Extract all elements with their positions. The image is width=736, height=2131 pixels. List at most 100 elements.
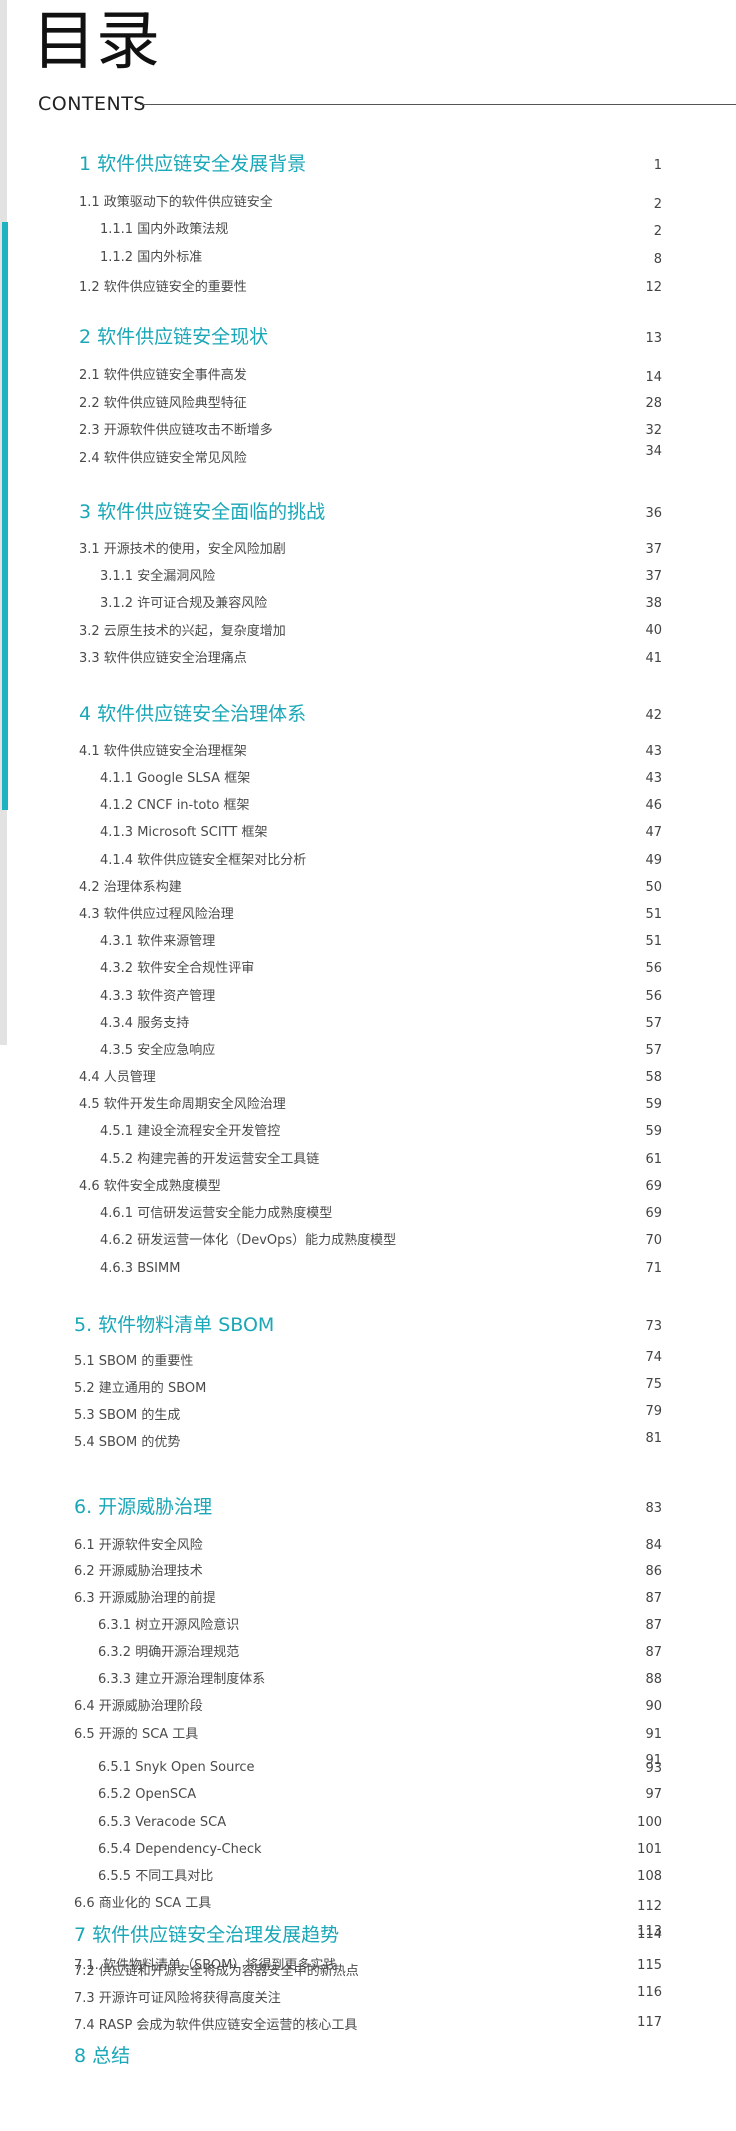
toc-entry-title: 4.4 人员管理 — [79, 1070, 156, 1085]
toc-entry-title: 2 软件供应链安全现状 — [79, 326, 269, 348]
toc-entry-page-number: 49 — [645, 853, 662, 868]
toc-entry-title: 4.3.3 软件资产管理 — [100, 989, 216, 1004]
toc-entry-page-number: 8 — [653, 252, 662, 267]
toc-entry-title: 5.1 SBOM 的重要性 — [74, 1354, 194, 1369]
toc-entry-title: 4.6.2 研发运营一体化（DevOps）能力成熟度模型 — [100, 1233, 397, 1248]
toc-entry-page-number: 108 — [637, 1869, 662, 1884]
toc-entry-page-number: 2 — [653, 224, 662, 239]
toc-entry-page-number: 43 — [645, 744, 662, 759]
toc-entry-title: 2.2 软件供应链风险典型特征 — [79, 396, 247, 411]
toc-entry-page-number: 117 — [637, 2015, 662, 2030]
toc-entry-page-number: 47 — [645, 825, 662, 840]
toc-entry-title: 7.4 RASP 会成为软件供应链安全运营的核心工具 — [74, 2018, 358, 2033]
contents-label: CONTENTS — [38, 93, 146, 115]
toc-entry-title: 4.1.2 CNCF in-toto 框架 — [100, 798, 250, 813]
toc-entry-title: 6.1 开源软件安全风险 — [74, 1538, 203, 1553]
toc-entry-title: 4 软件供应链安全治理体系 — [79, 703, 307, 725]
toc-entry-page-number: 56 — [645, 989, 662, 1004]
toc-entry-title: 6.4 开源威胁治理阶段 — [74, 1699, 203, 1714]
toc-entry-title: 4.5.2 构建完善的开发运营安全工具链 — [100, 1152, 320, 1167]
toc-entry-page-number: 73 — [645, 1319, 662, 1334]
toc-entry-title: 6.3.3 建立开源治理制度体系 — [98, 1672, 266, 1687]
toc-entry-title: 1.1.1 国内外政策法规 — [100, 222, 229, 237]
toc-entry-page-number: 61 — [645, 1152, 662, 1167]
toc-entry-page-number: 87 — [645, 1591, 662, 1606]
toc-entry-title: 6.2 开源威胁治理技术 — [74, 1564, 203, 1579]
toc-entry-page-number: 84 — [645, 1538, 662, 1553]
toc-entry-title: 4.3.1 软件来源管理 — [100, 934, 216, 949]
toc-entry-title: 3.2 云原生技术的兴起，复杂度增加 — [79, 624, 286, 639]
toc-entry-title: 3.1.2 许可证合规及兼容风险 — [100, 596, 268, 611]
toc-entry-page-number: 42 — [645, 708, 662, 723]
toc-entry-page-number: 70 — [645, 1233, 662, 1248]
toc-entry-page-number: 37 — [645, 569, 662, 584]
toc-entry-title: 6.3.1 树立开源风险意识 — [98, 1618, 240, 1633]
toc-entry-page-number: 57 — [645, 1016, 662, 1031]
toc-entry-title: 6.5.4 Dependency-Check — [98, 1842, 262, 1857]
contents-divider — [140, 104, 736, 105]
toc-entry-page-number: 74 — [645, 1350, 662, 1365]
toc-entry-title: 4.3 软件供应过程风险治理 — [79, 907, 234, 922]
toc-entry-title: 7.3 开源许可证风险将获得高度关注 — [74, 1991, 281, 2006]
toc-entry-title: 3.1 开源技术的使用，安全风险加剧 — [79, 542, 286, 557]
toc-entry-page-number: 56 — [645, 961, 662, 976]
toc-entry-page-number: 100 — [637, 1815, 662, 1830]
toc-entry-title: 2.4 软件供应链安全常见风险 — [79, 451, 247, 466]
toc-entry-title: 6.5.3 Veracode SCA — [98, 1815, 227, 1830]
toc-entry-title: 5.4 SBOM 的优势 — [74, 1435, 181, 1450]
toc-entry-title: 3.3 软件供应链安全治理痛点 — [79, 651, 247, 666]
toc-entry-page-number: 88 — [645, 1672, 662, 1687]
toc-entry-title: 4.1.1 Google SLSA 框架 — [100, 771, 251, 786]
toc-entry-page-number: 32 — [645, 423, 662, 438]
toc-entry-page-number: 97 — [645, 1787, 662, 1802]
toc-entry-page-number: 36 — [645, 506, 662, 521]
toc-entry-page-number: 87 — [645, 1618, 662, 1633]
toc-entry-page-number: 59 — [645, 1124, 662, 1139]
toc-entry-page-number: 81 — [645, 1431, 662, 1446]
toc-entry-title: 7 软件供应链安全治理发展趋势 — [74, 1924, 340, 1946]
toc-entry-page-number: 114 — [637, 1927, 662, 1942]
toc-entry-title: 6.5.2 OpenSCA — [98, 1787, 197, 1802]
toc-entry-title: 1.1.2 国内外标准 — [100, 250, 203, 265]
toc-entry-page-number: 71 — [645, 1261, 662, 1276]
toc-entry-page-number: 43 — [645, 771, 662, 786]
toc-entry-title: 5. 软件物料清单 SBOM — [74, 1314, 275, 1336]
toc-entry-title: 6.6 商业化的 SCA 工具 — [74, 1896, 212, 1911]
toc-entry-title: 4.6.3 BSIMM — [100, 1261, 181, 1276]
toc-entry-title: 2.3 开源软件供应链攻击不断增多 — [79, 423, 273, 438]
toc-entry-page-number: 86 — [645, 1564, 662, 1579]
toc-entry-title: 3.1.1 安全漏洞风险 — [100, 569, 216, 584]
toc-entry-title: 6. 开源威胁治理 — [74, 1496, 213, 1518]
toc-entry-title: 6.5.1 Snyk Open Source — [98, 1760, 255, 1775]
toc-entry-title: 4.1 软件供应链安全治理框架 — [79, 744, 247, 759]
toc-entry-title: 8 总结 — [74, 2045, 131, 2067]
toc-entry-page-number: 51 — [645, 934, 662, 949]
toc-entry-title: 2.1 软件供应链安全事件高发 — [79, 368, 247, 383]
toc-entry-page-number: 51 — [645, 907, 662, 922]
toc-entry-page-number: 59 — [645, 1097, 662, 1112]
toc-entry-page-number: 83 — [645, 1501, 662, 1516]
toc-entry-title: 4.3.2 软件安全合规性评审 — [100, 961, 255, 976]
toc-entry-title: 4.1.3 Microsoft SCITT 框架 — [100, 825, 268, 840]
toc-entry-title: 4.3.5 安全应急响应 — [100, 1043, 216, 1058]
toc-entry-title: 7.1. 软件物料清单（SBOM）将得到更多实践 — [74, 1958, 337, 1973]
toc-entry-title: 4.5 软件开发生命周期安全风险治理 — [79, 1097, 286, 1112]
toc-entry-title: 4.2 治理体系构建 — [79, 880, 182, 895]
toc-entry-title: 4.3.4 服务支持 — [100, 1016, 190, 1031]
left-accent-bar — [2, 222, 8, 810]
toc-entry-page-number: 12 — [645, 280, 662, 295]
toc-entry-title: 3 软件供应链安全面临的挑战 — [79, 501, 326, 523]
toc-entry-page-number: 2 — [653, 197, 662, 212]
toc-entry-page-number: 75 — [645, 1377, 662, 1392]
toc-entry-title: 1.2 软件供应链安全的重要性 — [79, 280, 247, 295]
toc-entry-page-number: 87 — [645, 1645, 662, 1660]
toc-entry-page-number: 112 — [637, 1899, 662, 1914]
toc-entry-page-number: 14 — [645, 370, 662, 385]
toc-entry-title: 4.1.4 软件供应链安全框架对比分析 — [100, 853, 307, 868]
toc-entry-page-number: 116 — [637, 1985, 662, 2000]
toc-entry-page-number: 101 — [637, 1842, 662, 1857]
toc-entry-page-number: 90 — [645, 1699, 662, 1714]
toc-entry-title: 4.6.1 可信研发运营安全能力成熟度模型 — [100, 1206, 333, 1221]
toc-entry-page-number: 91 — [645, 1727, 662, 1742]
toc-entry-title: 4.6 软件安全成熟度模型 — [79, 1179, 221, 1194]
